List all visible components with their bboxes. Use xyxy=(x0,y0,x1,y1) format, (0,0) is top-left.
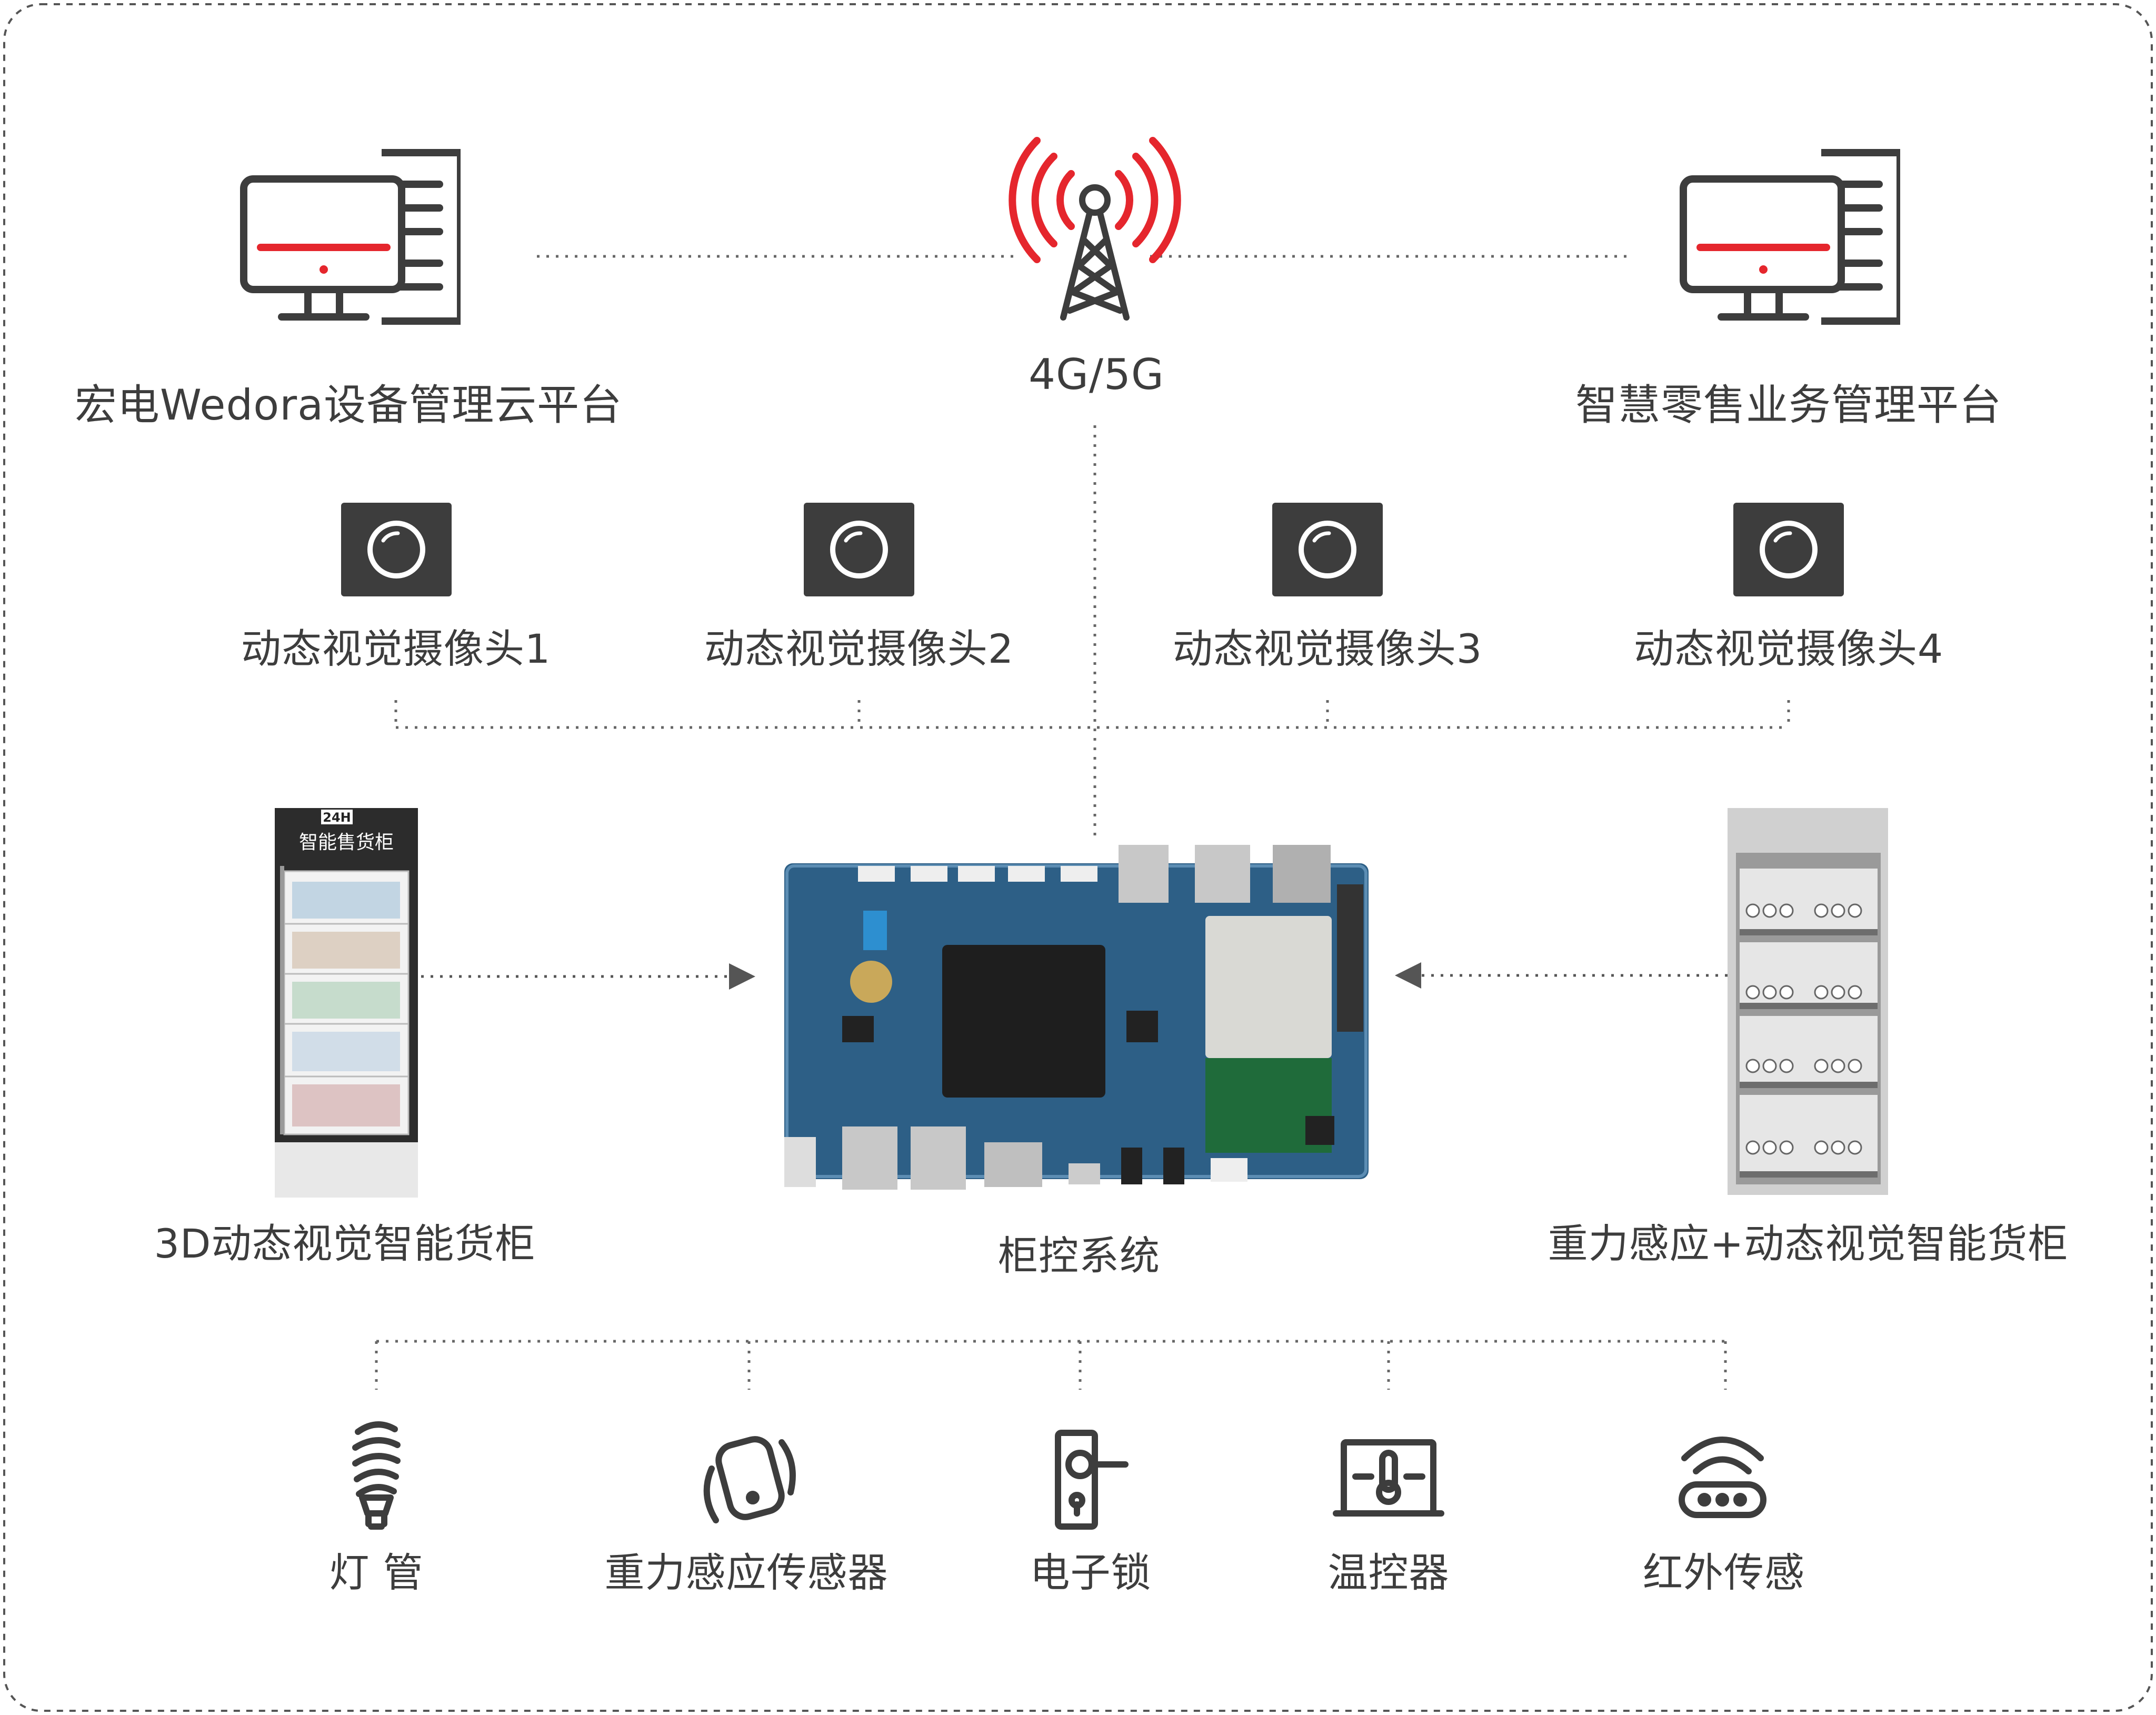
peripheral-thermostat-label: 温控器 xyxy=(1327,1549,1450,1596)
gravity-sensor-icon xyxy=(703,1436,796,1523)
cabinet-header-title: 智能售货柜 xyxy=(299,832,394,853)
right-cabinet-label: 重力感应+动态视觉智能货柜 xyxy=(1548,1220,2069,1267)
cloud-platform-computer-icon xyxy=(244,153,461,321)
peripheral-gravity-label: 重力感应传感器 xyxy=(604,1549,889,1596)
cloud-platform-label: 宏电Wedora设备管理云平台 xyxy=(74,381,623,430)
camera-icon xyxy=(1733,503,1844,596)
infrared-sensor-icon xyxy=(1679,1437,1766,1518)
peripheral-infrared-label: 红外传感 xyxy=(1643,1549,1805,1596)
controller-label: 柜控系统 xyxy=(998,1232,1160,1279)
network-label: 4G/5G xyxy=(1029,350,1164,399)
camera-icon xyxy=(804,503,914,596)
peripheral-light-label: 灯 管 xyxy=(329,1549,424,1596)
camera-1-label: 动态视觉摄像头1 xyxy=(241,625,551,672)
retail-platform-label: 智慧零售业务管理平台 xyxy=(1575,381,2002,430)
thermostat-icon xyxy=(1333,1439,1444,1517)
retail-platform-computer-icon xyxy=(1683,153,1900,321)
camera-4-label: 动态视觉摄像头4 xyxy=(1633,625,1944,672)
camera-2-label: 动态视觉摄像头2 xyxy=(704,625,1014,672)
door-lock-icon xyxy=(1055,1430,1129,1530)
circuit-board-icon xyxy=(784,845,1369,1190)
left-cabinet-label: 3D动态视觉智能货柜 xyxy=(154,1220,536,1267)
camera-3-label: 动态视觉摄像头3 xyxy=(1172,625,1483,672)
camera-icon xyxy=(1272,503,1383,596)
cabinet-header-badge: 24H xyxy=(323,810,351,825)
peripheral-lock-label: 电子锁 xyxy=(1030,1549,1152,1596)
camera-icon xyxy=(341,503,452,596)
gravity-cabinet-image xyxy=(1728,808,1888,1195)
signal-tower-icon xyxy=(1009,137,1181,321)
bulb-icon xyxy=(352,1421,401,1530)
connector-lines xyxy=(375,255,1790,1390)
vending-cabinet-image: 24H 智能售货柜 xyxy=(275,808,418,1198)
outer-frame xyxy=(3,3,2153,1712)
